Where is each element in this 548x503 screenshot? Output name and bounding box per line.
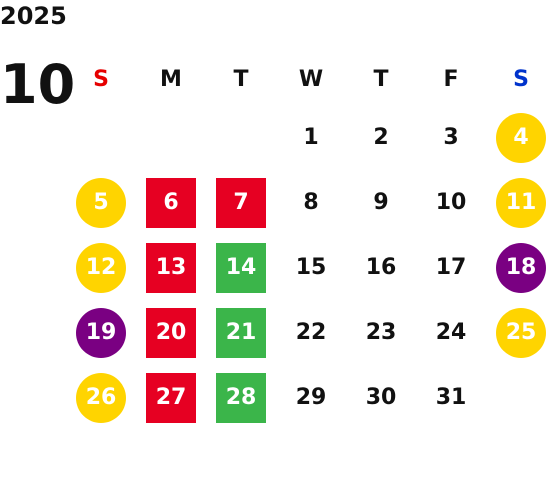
weekday-monday: M xyxy=(160,67,182,92)
calendar-grid: S M T W T F S 1 2 3 4 5 6 7 8 9 10 11 xyxy=(66,55,548,430)
day-number: 9 xyxy=(373,189,389,215)
day-number: 15 xyxy=(295,254,327,280)
day-cell: 29 xyxy=(276,365,346,430)
week-row-2: 5 6 7 8 9 10 11 xyxy=(66,170,548,235)
day-cell: 31 xyxy=(416,365,486,430)
day-cell: 2 xyxy=(346,105,416,170)
day-number: 21 xyxy=(216,307,266,358)
day-cell: 11 xyxy=(486,170,548,235)
day-cell: 28 xyxy=(206,365,276,430)
day-number: 11 xyxy=(496,177,546,228)
day-cell: 6 xyxy=(136,170,206,235)
day-number: 2 xyxy=(373,124,389,150)
day-number: 26 xyxy=(76,372,126,423)
day-number: 12 xyxy=(76,242,126,293)
day-number: 13 xyxy=(146,242,196,293)
day-cell: 16 xyxy=(346,235,416,300)
day-cell xyxy=(206,105,276,170)
day-number: 18 xyxy=(496,242,546,293)
day-number: 25 xyxy=(496,307,546,358)
weekday-saturday: S xyxy=(513,67,529,92)
day-cell: 23 xyxy=(346,300,416,365)
week-row-4: 19 20 21 22 23 24 25 xyxy=(66,300,548,365)
day-number: 4 xyxy=(496,112,546,163)
day-cell: 26 xyxy=(66,365,136,430)
day-cell: 19 xyxy=(66,300,136,365)
day-number: 16 xyxy=(365,254,397,280)
day-cell: 13 xyxy=(136,235,206,300)
day-number: 19 xyxy=(76,307,126,358)
day-number: 8 xyxy=(303,189,319,215)
day-cell: 8 xyxy=(276,170,346,235)
weekday-sunday: S xyxy=(93,67,109,92)
day-cell: 30 xyxy=(346,365,416,430)
day-number: 6 xyxy=(146,177,196,228)
weekday-friday: F xyxy=(443,67,459,92)
day-cell: 24 xyxy=(416,300,486,365)
day-cell xyxy=(136,105,206,170)
day-cell: 25 xyxy=(486,300,548,365)
day-number: 29 xyxy=(295,384,327,410)
day-number: 30 xyxy=(365,384,397,410)
day-number: 20 xyxy=(146,307,196,358)
day-number: 17 xyxy=(435,254,467,280)
day-number: 23 xyxy=(365,319,397,345)
week-row-5: 26 27 28 29 30 31 xyxy=(66,365,548,430)
day-cell: 21 xyxy=(206,300,276,365)
day-cell: 4 xyxy=(486,105,548,170)
day-cell: 17 xyxy=(416,235,486,300)
day-cell: 5 xyxy=(66,170,136,235)
day-number: 27 xyxy=(146,372,196,423)
day-number: 7 xyxy=(216,177,266,228)
weekday-header-row: S M T W T F S xyxy=(66,55,548,105)
day-number: 5 xyxy=(76,177,126,228)
weekday-tuesday: T xyxy=(233,67,249,92)
weekday-thursday: T xyxy=(373,67,389,92)
month-label: 10 xyxy=(0,53,76,116)
week-row-1: 1 2 3 4 xyxy=(66,105,548,170)
day-number: 22 xyxy=(295,319,327,345)
day-cell: 27 xyxy=(136,365,206,430)
day-number: 3 xyxy=(443,124,459,150)
weekday-wednesday: W xyxy=(298,67,324,92)
day-cell: 15 xyxy=(276,235,346,300)
day-cell: 7 xyxy=(206,170,276,235)
day-cell: 3 xyxy=(416,105,486,170)
day-number: 31 xyxy=(435,384,467,410)
day-number: 10 xyxy=(435,189,467,215)
day-number: 28 xyxy=(216,372,266,423)
day-cell: 1 xyxy=(276,105,346,170)
day-number: 1 xyxy=(303,124,319,150)
day-cell: 9 xyxy=(346,170,416,235)
week-row-3: 12 13 14 15 16 17 18 xyxy=(66,235,548,300)
day-cell: 22 xyxy=(276,300,346,365)
day-cell: 10 xyxy=(416,170,486,235)
day-cell: 14 xyxy=(206,235,276,300)
day-cell: 20 xyxy=(136,300,206,365)
day-cell: 12 xyxy=(66,235,136,300)
day-cell xyxy=(66,105,136,170)
day-number: 14 xyxy=(216,242,266,293)
day-cell: 18 xyxy=(486,235,548,300)
day-cell xyxy=(486,365,548,430)
year-label: 2025 xyxy=(0,2,67,30)
day-number: 24 xyxy=(435,319,467,345)
